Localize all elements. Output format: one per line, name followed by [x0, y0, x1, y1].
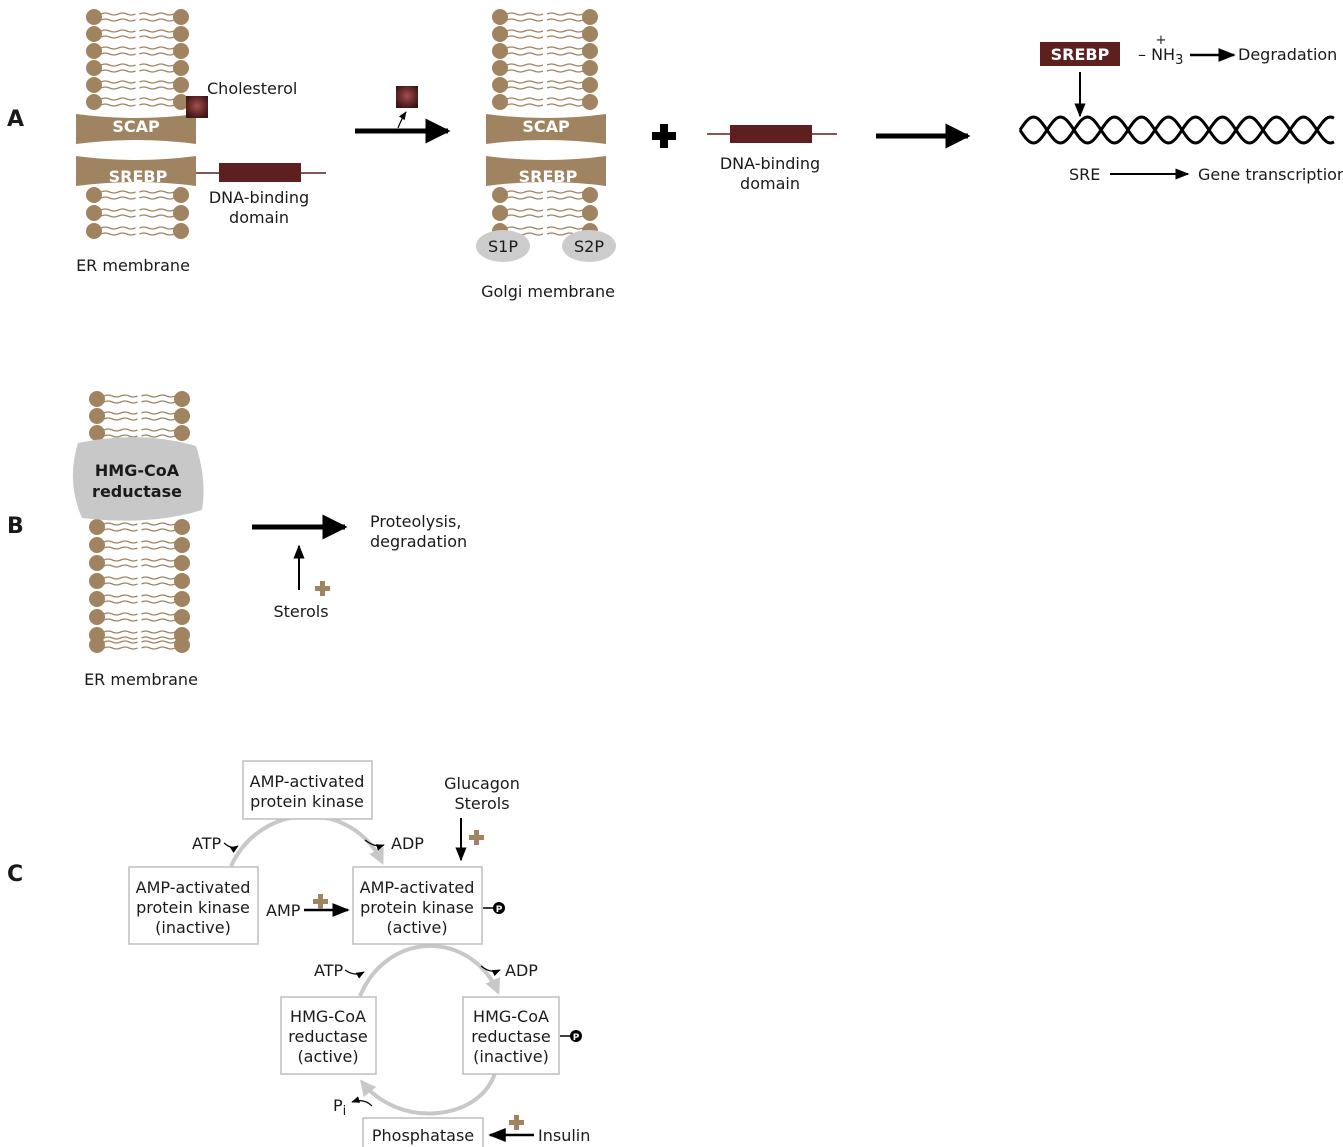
hmg-inactive-line-2: reductase [471, 1027, 550, 1046]
ampk-inactive-box [128, 866, 259, 945]
srebp-protein-golgi [486, 156, 606, 186]
proteolysis-label-2: degradation [370, 532, 467, 551]
srebp-label-golgi: SREBP [519, 167, 578, 186]
s1p-label: S1P [488, 237, 518, 256]
ampk-active-line-3: (active) [386, 918, 447, 937]
insulin-label: Insulin [538, 1126, 590, 1145]
glucagon-plus-icon [469, 830, 484, 845]
ampk-phosphorylation-cycle [229, 814, 384, 867]
golgi-membrane-lipid-bilayer [492, 9, 598, 239]
adp-label-1: ADP [391, 834, 424, 853]
cholesterol-label: Cholesterol [207, 79, 297, 98]
sterols-label-b: Sterols [273, 602, 328, 621]
ampk-inactive-line-1: AMP-activated [136, 878, 251, 897]
s1p-protease [476, 230, 530, 262]
hmg-coa-reductase-protein [72, 437, 204, 521]
hmg-active-line-3: (active) [297, 1047, 358, 1066]
plus-sign [652, 124, 676, 148]
er-membrane-lipid-bilayer-b [89, 391, 190, 653]
phosphate-label-ampk: P [496, 905, 503, 915]
s2p-protease [562, 230, 616, 262]
panel-label-c: C [7, 862, 23, 887]
srebp-protein-er [76, 156, 196, 186]
pi-label: Pi [333, 1096, 346, 1119]
hmg-label-2: reductase [92, 482, 182, 501]
dna-binding-domain-released [730, 125, 812, 143]
cholesterol-molecule-released [396, 86, 418, 108]
hmg-label-1: HMG-CoA [95, 461, 180, 480]
scap-protein-er [76, 114, 196, 144]
glucagon-label: Glucagon [444, 774, 520, 793]
gene-transcription-label: Gene transcription [1198, 165, 1343, 184]
hmg-active-box [280, 996, 377, 1075]
sterols-plus-icon [315, 581, 330, 596]
scap-protein-golgi [486, 114, 606, 144]
scap-label-er: SCAP [112, 117, 160, 136]
cholesterol-molecule-bound [186, 96, 208, 118]
hmg-inactive-line-1: HMG-CoA [473, 1007, 549, 1026]
hmg-inactive-line-3: (inactive) [473, 1047, 549, 1066]
proteolysis-label-1: Proteolysis, [370, 512, 461, 531]
ampk-top-line-2: protein kinase [250, 792, 364, 811]
ampk-inactive-line-2: protein kinase [136, 898, 250, 917]
scap-label-golgi: SCAP [522, 117, 570, 136]
golgi-membrane-label: Golgi membrane [481, 282, 615, 301]
ampk-top-line-1: AMP-activated [250, 772, 365, 791]
hmg-dephosphorylation-cycle [360, 1072, 497, 1116]
hmg-active-line-2: reductase [288, 1027, 367, 1046]
dna-binding-label-er-2: domain [229, 208, 289, 227]
nh3-charge: + [1156, 33, 1167, 48]
dna-double-helix [1018, 115, 1335, 145]
er-membrane-label-a: ER membrane [76, 256, 190, 275]
panel-label-b: B [7, 514, 24, 539]
phosphate-label-hmg: P [573, 1033, 580, 1043]
phosphatase-label: Phosphatase [372, 1126, 474, 1145]
ampk-inactive-line-3: (inactive) [155, 918, 231, 937]
insulin-plus-icon [509, 1115, 524, 1130]
sre-label: SRE [1069, 165, 1100, 184]
dna-binding-label-released-2: domain [740, 174, 800, 193]
dna-binding-domain-er [219, 163, 301, 182]
er-membrane-label-b: ER membrane [84, 670, 198, 689]
srebp-box-nuclear [1040, 42, 1120, 66]
hmg-active-line-1: HMG-CoA [290, 1007, 366, 1026]
hmg-phosphorylation-cycle [358, 944, 501, 997]
ampk-active-box [352, 866, 483, 945]
phosphate-icon-ampk [493, 902, 505, 914]
amp-label: AMP [266, 901, 301, 920]
atp-label-2: ATP [314, 961, 343, 980]
srebp-box-label: SREBP [1051, 45, 1110, 64]
phosphatase-box [362, 1117, 484, 1147]
ampk-active-line-1: AMP-activated [360, 878, 475, 897]
er-membrane-lipid-bilayer [86, 9, 189, 239]
hmg-inactive-box [462, 996, 560, 1075]
srebp-label-er: SREBP [109, 167, 168, 186]
atp-label-1: ATP [192, 834, 221, 853]
panel-label-a: A [7, 107, 24, 132]
phosphate-icon-hmg [570, 1030, 582, 1042]
dna-binding-label-er-1: DNA-binding [209, 188, 309, 207]
amp-plus-icon [313, 894, 328, 909]
nh3-label: – NH3 [1138, 45, 1183, 68]
sterols-label-c: Sterols [454, 794, 509, 813]
degradation-label: Degradation [1238, 45, 1337, 64]
ampk-box-top [242, 760, 373, 820]
ampk-active-line-2: protein kinase [360, 898, 474, 917]
s2p-label: S2P [574, 237, 604, 256]
dna-binding-label-released-1: DNA-binding [720, 154, 820, 173]
adp-label-2: ADP [505, 961, 538, 980]
cholesterol-release-arrow [397, 111, 407, 129]
